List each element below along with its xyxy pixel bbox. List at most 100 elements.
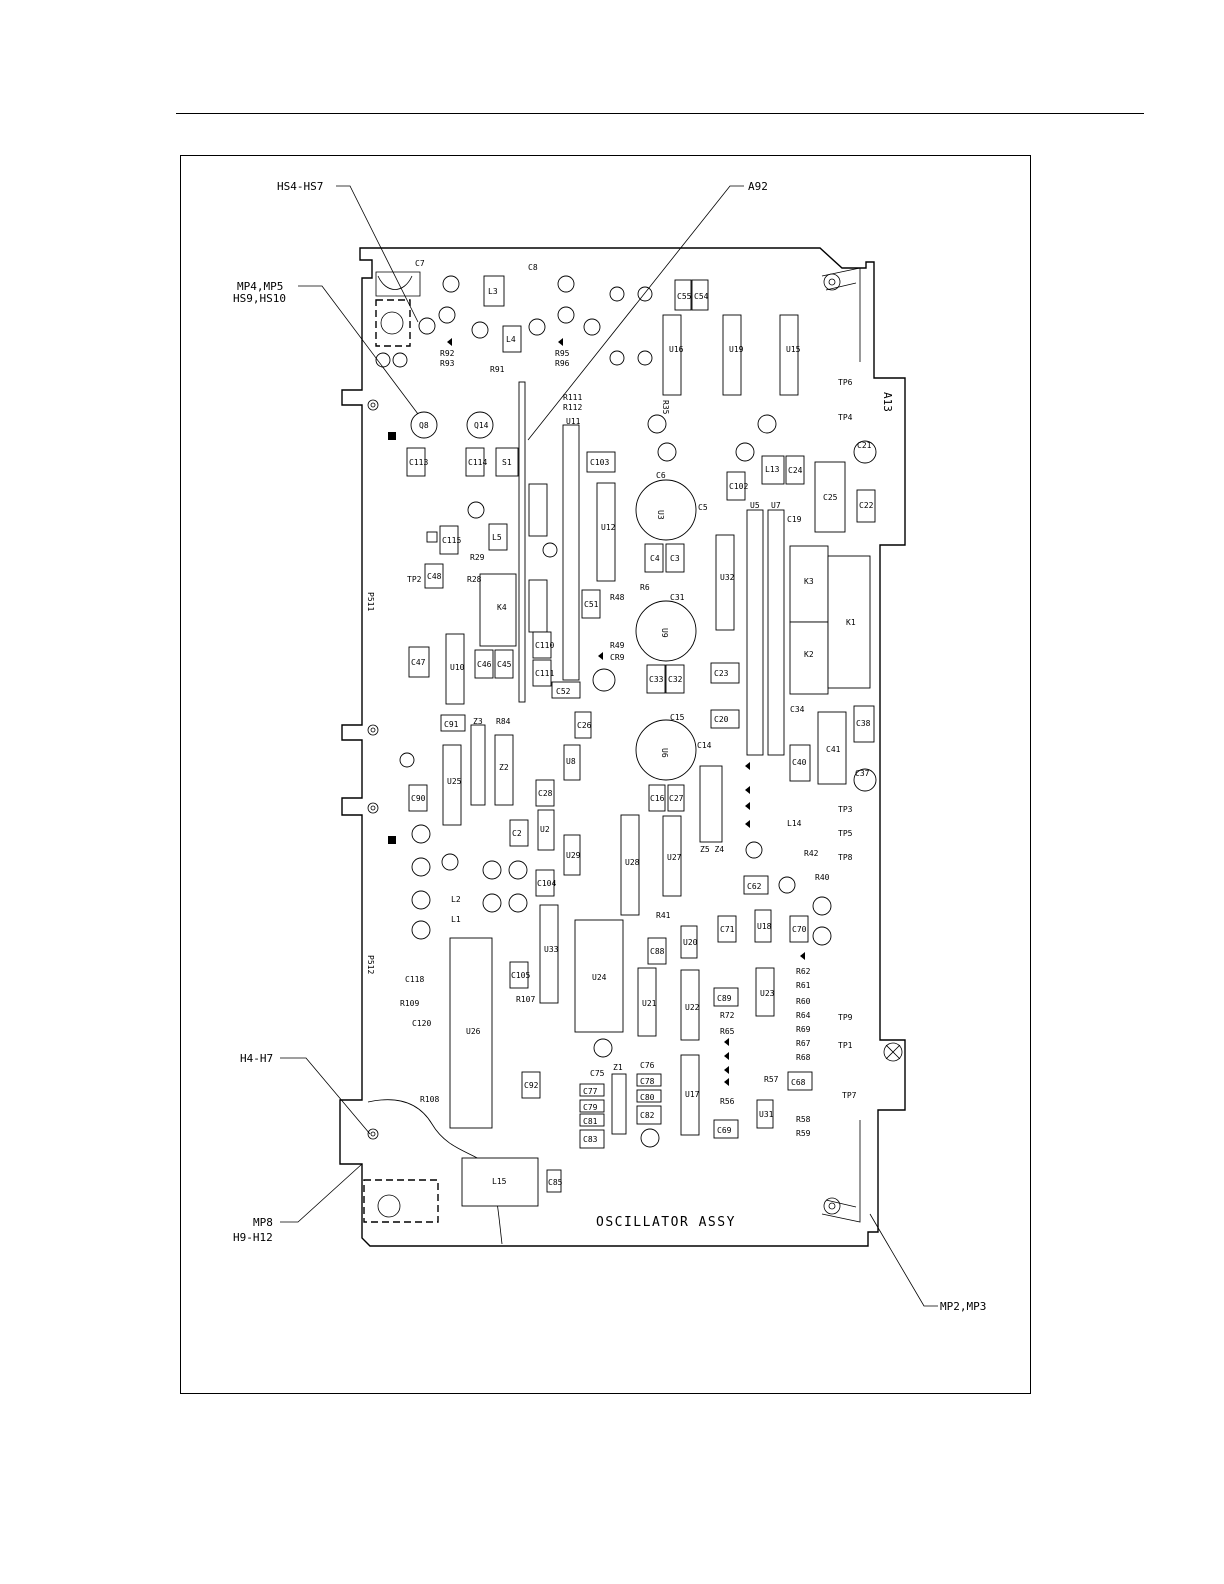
svg-text:C76: C76 xyxy=(640,1061,655,1070)
svg-text:U21: U21 xyxy=(642,999,657,1008)
svg-text:C5: C5 xyxy=(698,503,708,512)
svg-text:C90: C90 xyxy=(411,794,426,803)
svg-text:C23: C23 xyxy=(714,669,729,678)
svg-text:L2: L2 xyxy=(451,895,461,904)
svg-text:Q8: Q8 xyxy=(419,421,429,430)
svg-text:Z3: Z3 xyxy=(473,717,483,726)
svg-text:R67: R67 xyxy=(796,1039,811,1048)
svg-text:U2: U2 xyxy=(540,825,550,834)
svg-text:C62: C62 xyxy=(747,882,762,891)
svg-text:R93: R93 xyxy=(440,359,455,368)
svg-text:U6: U6 xyxy=(660,748,669,758)
svg-text:U20: U20 xyxy=(683,938,698,947)
bus-bar-a92 xyxy=(518,381,526,703)
svg-text:C46: C46 xyxy=(477,660,492,669)
svg-text:TP8: TP8 xyxy=(838,853,853,862)
svg-text:U33: U33 xyxy=(544,945,559,954)
svg-text:U16: U16 xyxy=(669,345,684,354)
svg-text:C82: C82 xyxy=(640,1111,655,1120)
header-rule xyxy=(176,113,1144,114)
svg-text:U11: U11 xyxy=(566,417,581,426)
svg-text:R60: R60 xyxy=(796,997,811,1006)
callout-h4-h7: H4-H7 xyxy=(240,1052,273,1065)
callout-mp8: MP8 xyxy=(253,1216,273,1229)
svg-text:U26: U26 xyxy=(466,1027,481,1036)
svg-text:C6: C6 xyxy=(656,471,666,480)
svg-text:U23: U23 xyxy=(760,989,775,998)
svg-text:R92: R92 xyxy=(440,349,455,358)
svg-text:R6: R6 xyxy=(640,583,650,592)
svg-text:R68: R68 xyxy=(796,1053,811,1062)
svg-text:Z5 Z4: Z5 Z4 xyxy=(700,845,724,854)
svg-text:C37: C37 xyxy=(855,769,870,778)
svg-text:TP7: TP7 xyxy=(842,1091,857,1100)
svg-text:R49: R49 xyxy=(610,641,625,650)
svg-text:R69: R69 xyxy=(796,1025,811,1034)
round-parts: Q8 Q14 xyxy=(375,275,877,1148)
svg-text:R28: R28 xyxy=(467,575,482,584)
assembly-label: OSCILLATOR ASSY xyxy=(596,1215,736,1230)
svg-text:Z2: Z2 xyxy=(499,763,509,772)
svg-text:C27: C27 xyxy=(669,794,684,803)
svg-text:C54: C54 xyxy=(694,292,709,301)
svg-text:C34: C34 xyxy=(790,705,805,714)
svg-text:L5: L5 xyxy=(492,533,502,542)
callout-hs9-hs10: HS9,HS10 xyxy=(233,292,286,305)
svg-text:R56: R56 xyxy=(720,1097,735,1106)
leader-lines xyxy=(280,185,938,1307)
callout-mp4-mp5: MP4,MP5 xyxy=(237,280,283,293)
callout-a92: A92 xyxy=(748,180,768,193)
svg-text:C16: C16 xyxy=(650,794,665,803)
svg-text:U22: U22 xyxy=(685,1003,700,1012)
svg-text:L13: L13 xyxy=(765,465,780,474)
svg-text:U10: U10 xyxy=(450,663,465,672)
svg-text:L1: L1 xyxy=(451,915,461,924)
heatsink-clip xyxy=(375,271,421,297)
svg-text:C22: C22 xyxy=(859,501,874,510)
svg-text:TP3: TP3 xyxy=(838,805,853,814)
svg-text:R48: R48 xyxy=(610,593,625,602)
svg-text:U25: U25 xyxy=(447,777,462,786)
callout-mp2-mp3: MP2,MP3 xyxy=(940,1300,986,1313)
svg-text:R72: R72 xyxy=(720,1011,735,1020)
svg-text:C104: C104 xyxy=(537,879,556,888)
board-id: A13 xyxy=(881,392,894,412)
svg-text:R108: R108 xyxy=(420,1095,439,1104)
svg-text:C68: C68 xyxy=(791,1078,806,1087)
svg-text:TP1: TP1 xyxy=(838,1041,853,1050)
mounting-holes xyxy=(367,273,903,1215)
svg-text:C115: C115 xyxy=(442,536,461,545)
svg-text:C110: C110 xyxy=(535,641,554,650)
svg-text:C75: C75 xyxy=(590,1069,605,1078)
svg-text:U7: U7 xyxy=(771,501,781,510)
svg-text:C20: C20 xyxy=(714,715,729,724)
svg-text:U19: U19 xyxy=(729,345,744,354)
svg-text:C55: C55 xyxy=(677,292,692,301)
svg-text:C7: C7 xyxy=(415,259,425,268)
svg-text:Q14: Q14 xyxy=(474,421,489,430)
diode-markers xyxy=(388,338,805,1086)
svg-text:R112: R112 xyxy=(563,403,582,412)
svg-text:C19: C19 xyxy=(787,515,802,524)
svg-text:C85: C85 xyxy=(548,1178,563,1187)
reference-designators: C7 C8 R35 R6 R48 R49 CR9 C5 C6 C31 C15 C… xyxy=(400,259,872,1138)
svg-text:C21: C21 xyxy=(857,441,872,450)
svg-text:C31: C31 xyxy=(670,593,685,602)
svg-text:C2: C2 xyxy=(512,829,522,838)
heatsink-screw xyxy=(377,1194,401,1218)
svg-text:U12: U12 xyxy=(601,523,616,532)
bus-bar-u7 xyxy=(767,509,785,756)
svg-text:R57: R57 xyxy=(764,1075,779,1084)
svg-text:C14: C14 xyxy=(697,741,712,750)
svg-text:C77: C77 xyxy=(583,1087,598,1096)
svg-text:C4: C4 xyxy=(650,554,660,563)
svg-text:R109: R109 xyxy=(400,999,419,1008)
svg-text:C3: C3 xyxy=(670,554,680,563)
svg-text:TP5: TP5 xyxy=(838,829,853,838)
svg-text:C120: C120 xyxy=(412,1019,431,1028)
can-u3: U3 xyxy=(635,479,697,541)
svg-text:C92: C92 xyxy=(524,1081,539,1090)
svg-text:U5: U5 xyxy=(750,501,760,510)
svg-text:C102: C102 xyxy=(729,482,748,491)
svg-text:U28: U28 xyxy=(625,858,640,867)
